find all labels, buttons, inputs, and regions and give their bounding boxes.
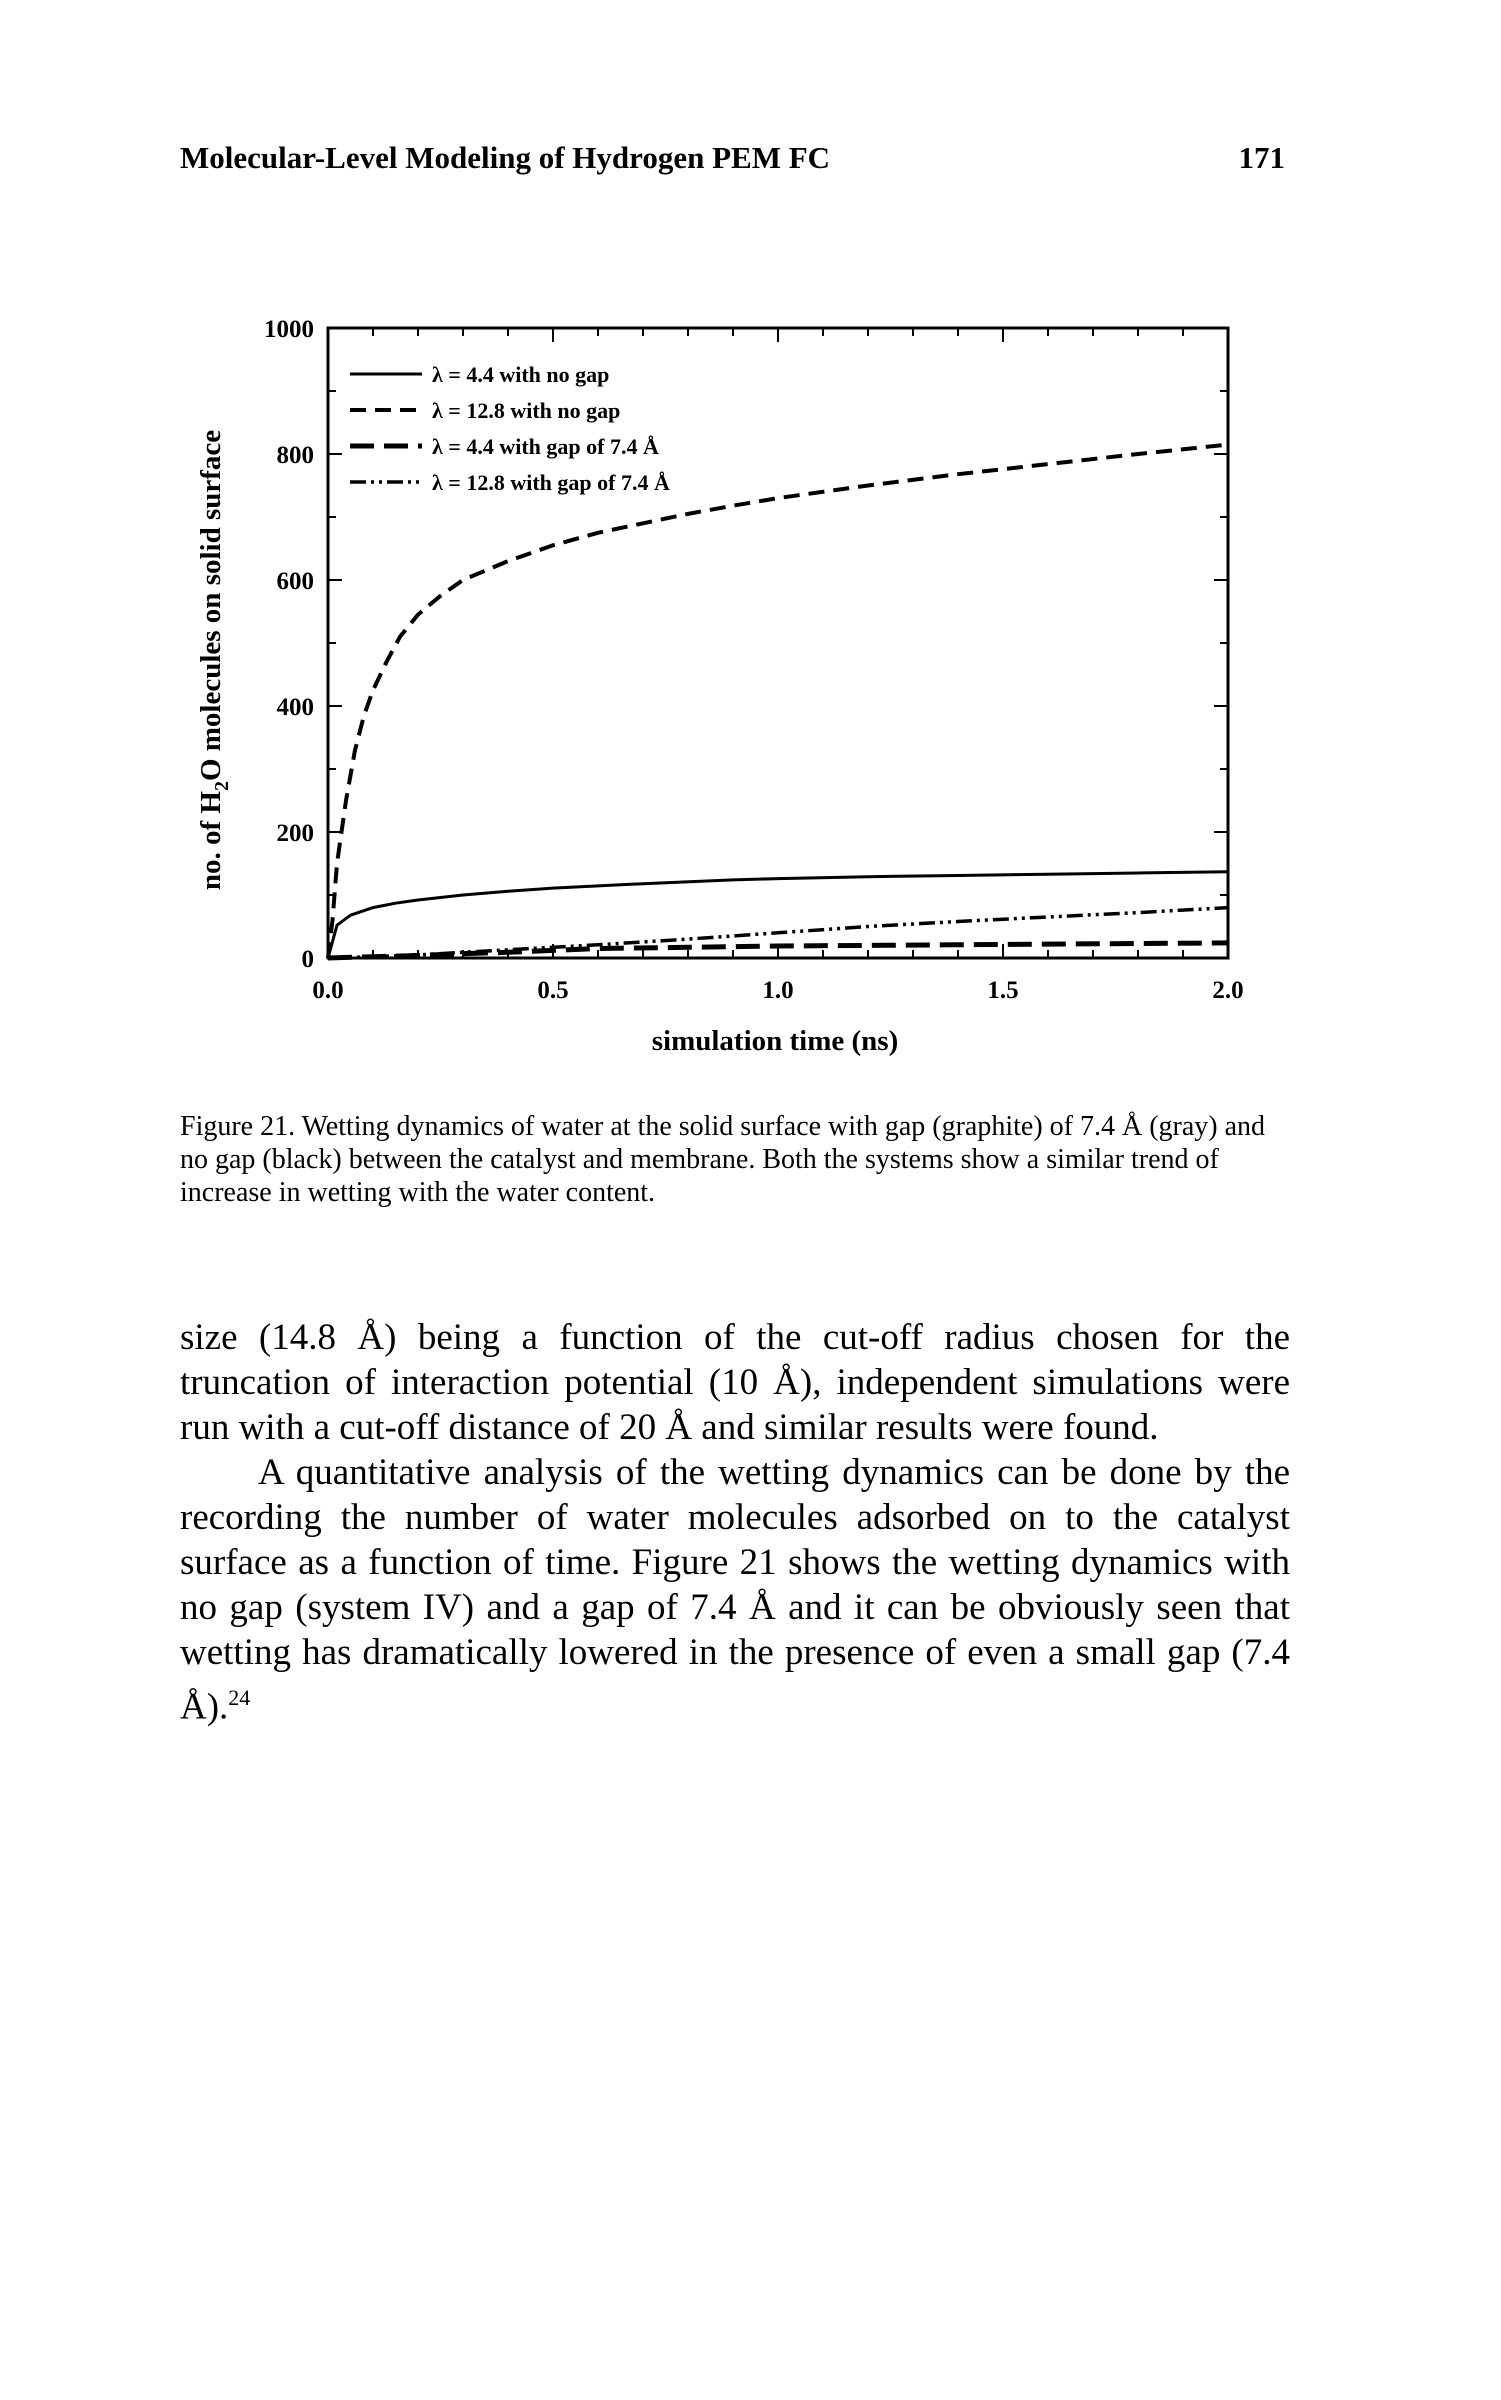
series-line-2: [326, 442, 1229, 959]
figure-caption: Figure 21. Wetting dynamics of water at …: [180, 1111, 1266, 1208]
legend-label-4: λ = 12.8 with gap of 7.4 Å: [432, 470, 670, 495]
chart-axes: 0 200 400 600 800 1000 0.0 0.5 1.0 1.5 2.0: [264, 316, 1244, 1004]
x-tick-label: 1.0: [762, 977, 793, 1004]
y-axis-label: no. of H2O molecules on solid surface: [195, 430, 233, 890]
running-header: Molecular-Level Modeling of Hydrogen PEM…: [180, 140, 1285, 184]
y-tick-label: 0: [302, 946, 315, 973]
y-tick-label: 800: [277, 442, 315, 469]
legend-label-3: λ = 4.4 with gap of 7.4 Å: [432, 434, 659, 459]
y-tick-label: 200: [277, 820, 315, 847]
footnote-reference: 24: [228, 1685, 251, 1710]
paragraph-1: size (14.8 Å) being a function of the cu…: [180, 1317, 1290, 1448]
page-number: 171: [1238, 140, 1286, 175]
y-axis-label-part2: O molecules on solid surface: [195, 430, 227, 781]
body-text: size (14.8 Å) being a function of the cu…: [180, 1315, 1290, 1729]
y-axis-label-part1: no. of H: [195, 791, 227, 891]
x-tick-label: 0.5: [537, 977, 568, 1004]
paragraph-2-text: A quantitative analysis of the wetting d…: [180, 1452, 1290, 1728]
running-title: Molecular-Level Modeling of Hydrogen PEM…: [180, 140, 831, 175]
series-line-1: [326, 870, 1229, 959]
y-tick-label: 600: [277, 568, 315, 595]
chart-legend: λ = 4.4 with no gap λ = 12.8 with no gap λ…: [350, 362, 670, 495]
y-tick-label: 1000: [264, 316, 314, 343]
x-tick-label: 2.0: [1212, 977, 1243, 1004]
legend-label-1: λ = 4.4 with no gap: [432, 362, 609, 387]
x-tick-label: 1.5: [987, 977, 1018, 1004]
series-line-4: [327, 905, 1229, 960]
paragraph-2: A quantitative analysis of the wetting d…: [180, 1450, 1290, 1729]
y-tick-label: 400: [277, 694, 315, 721]
chart-lines: [326, 442, 1229, 961]
series-line-3: [327, 940, 1229, 961]
legend-label-2: λ = 12.8 with no gap: [432, 398, 620, 423]
x-tick-label: 0.0: [312, 977, 343, 1004]
x-axis-label: simulation time (ns): [652, 1025, 899, 1057]
y-axis-label-subscript: 2: [211, 781, 233, 791]
wetting-dynamics-chart: 0 200 400 600 800 1000 0.0 0.5 1.0 1.5 2.0 λ = 4.4…: [195, 316, 1244, 1057]
